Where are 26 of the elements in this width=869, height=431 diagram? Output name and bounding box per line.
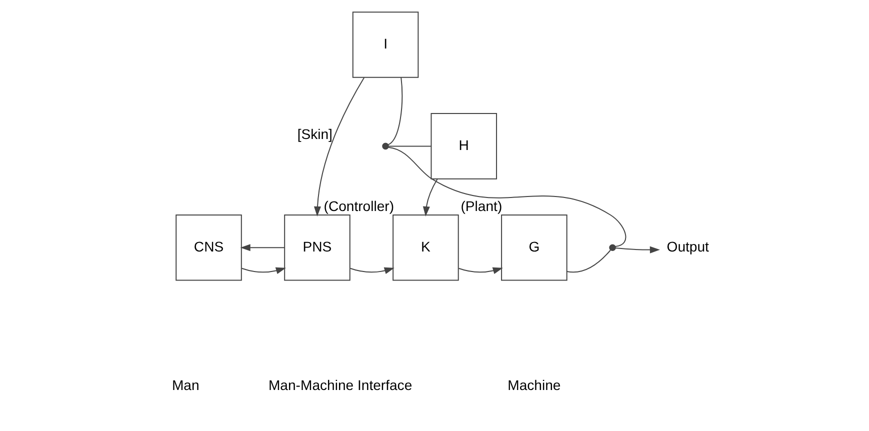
node-text: Output [666,238,708,254]
label: Man [171,376,199,393]
label: Man-Machine Interface [268,376,412,393]
arrow [350,267,394,274]
arrow [313,77,364,217]
edge-label: [Skin] [296,126,332,142]
arrow [241,267,286,274]
arrow [422,178,438,217]
node-box: K [392,214,458,281]
arrow [614,246,660,254]
node-label: (Controller) [323,198,394,214]
arrow [458,267,502,274]
arrow [240,244,284,252]
node-circle [382,142,388,150]
node-box: I [352,12,418,78]
node-circle [608,244,616,252]
label: Machine [507,376,560,393]
connector [388,146,626,247]
node-box: H [430,113,497,180]
connector [388,146,430,147]
node-box: PNS [284,214,350,281]
connector [388,77,402,146]
connector [566,250,610,273]
node-box: CNS [175,214,242,281]
node-box: G [500,214,567,281]
node-label: (Plant) [460,198,502,214]
